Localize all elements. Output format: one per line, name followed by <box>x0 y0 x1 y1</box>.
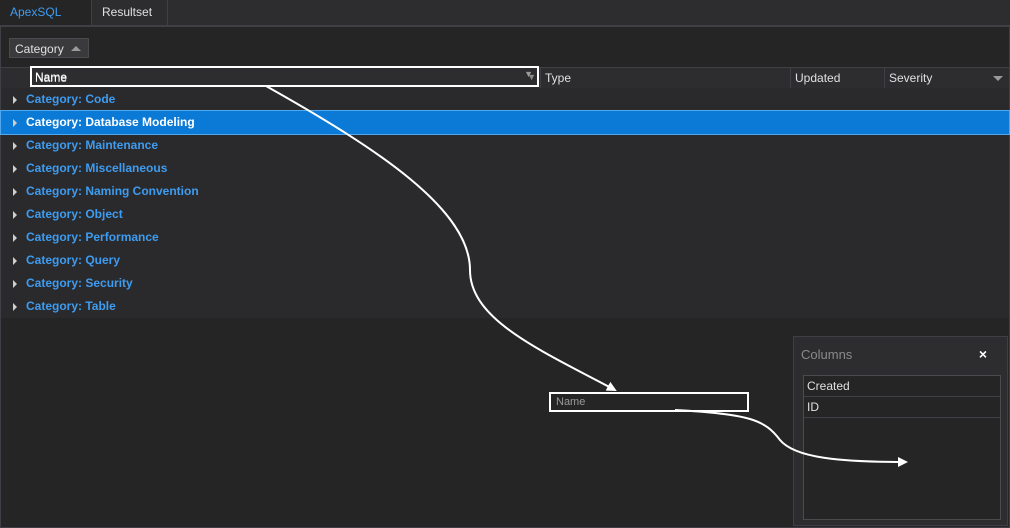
group-row-table[interactable]: Category: Table <box>1 295 1009 318</box>
close-icon[interactable]: × <box>978 346 987 362</box>
group-row-label: Category: Performance <box>26 230 159 244</box>
drag-ghost-label: Name <box>556 396 586 408</box>
expand-arrow-icon[interactable] <box>13 280 17 288</box>
group-row-label: Category: Security <box>26 276 133 290</box>
group-row-label: Category: Object <box>26 207 123 221</box>
column-header-type[interactable]: Type <box>540 68 790 88</box>
group-row-query[interactable]: Category: Query <box>1 249 1009 272</box>
column-header-severity[interactable]: Severity <box>884 68 1009 88</box>
group-row-maintenance[interactable]: Category: Maintenance <box>1 134 1009 157</box>
expand-arrow-icon[interactable] <box>13 119 17 127</box>
group-row-label: Category: Database Modeling <box>26 115 195 129</box>
expand-arrow-icon[interactable] <box>13 165 17 173</box>
document-tab-bar: ApexSQL (CS) Resultset 1 <box>0 0 1010 44</box>
group-rows: Category: Code Category: Database Modeli… <box>0 88 1010 318</box>
expand-arrow-icon[interactable] <box>13 142 17 150</box>
group-by-category-chip[interactable]: Category <box>9 38 89 58</box>
drag-path-to-ghost <box>265 85 617 391</box>
group-row-label: Category: Code <box>26 92 116 106</box>
expand-arrow-icon[interactable] <box>13 211 17 219</box>
group-row-label: Category: Table <box>26 299 116 313</box>
group-row-miscellaneous[interactable]: Category: Miscellaneous <box>1 157 1009 180</box>
group-row-label: Category: Maintenance <box>26 138 159 152</box>
drag-ghost-column[interactable]: Name <box>549 392 749 412</box>
column-header-type-label: Type <box>545 71 572 85</box>
group-row-database-modeling[interactable]: Category: Database Modeling <box>0 110 1010 135</box>
dropdown-icon[interactable] <box>993 76 1003 81</box>
expand-arrow-icon[interactable] <box>13 96 17 104</box>
expand-arrow-icon[interactable] <box>13 188 17 196</box>
group-row-security[interactable]: Category: Security <box>1 272 1009 295</box>
group-row-label: Category: Miscellaneous <box>26 161 168 175</box>
group-row-label: Category: Query <box>26 253 121 267</box>
filter-icon: ▼ <box>524 69 533 79</box>
column-chooser-window: Columns × Created ID <box>793 336 1008 526</box>
column-chooser-list[interactable]: Created ID <box>803 375 1001 520</box>
drag-path-to-chooser <box>674 409 908 467</box>
expand-arrow-icon[interactable] <box>13 303 17 311</box>
group-row-label: Category: Naming Convention <box>26 184 199 198</box>
group-row-naming-convention[interactable]: Category: Naming Convention <box>1 180 1009 203</box>
group-row-object[interactable]: Category: Object <box>1 203 1009 226</box>
dragged-column-header-outline[interactable]: Name ▼ <box>30 66 539 87</box>
column-header-updated-label: Updated <box>795 71 841 85</box>
column-header-updated[interactable]: Updated <box>790 68 884 88</box>
dragged-header-label: Name <box>35 70 68 84</box>
column-header-name-label: Name <box>35 71 68 85</box>
group-row-code[interactable]: Category: Code <box>1 88 1009 111</box>
column-chooser-item-created[interactable]: Created <box>804 376 1000 397</box>
group-by-label: Category <box>15 42 64 56</box>
tab-resultset-1[interactable]: Resultset 1 <box>91 0 168 44</box>
sort-ascending-icon <box>71 46 81 51</box>
column-chooser-item-id[interactable]: ID <box>804 397 1000 418</box>
group-row-performance[interactable]: Category: Performance <box>1 226 1009 249</box>
column-header-severity-label: Severity <box>889 71 933 85</box>
expand-arrow-icon[interactable] <box>13 234 17 242</box>
filter-icon[interactable]: ▼ <box>527 72 536 82</box>
expand-arrow-icon[interactable] <box>13 257 17 265</box>
column-chooser-title: Columns <box>801 347 853 362</box>
